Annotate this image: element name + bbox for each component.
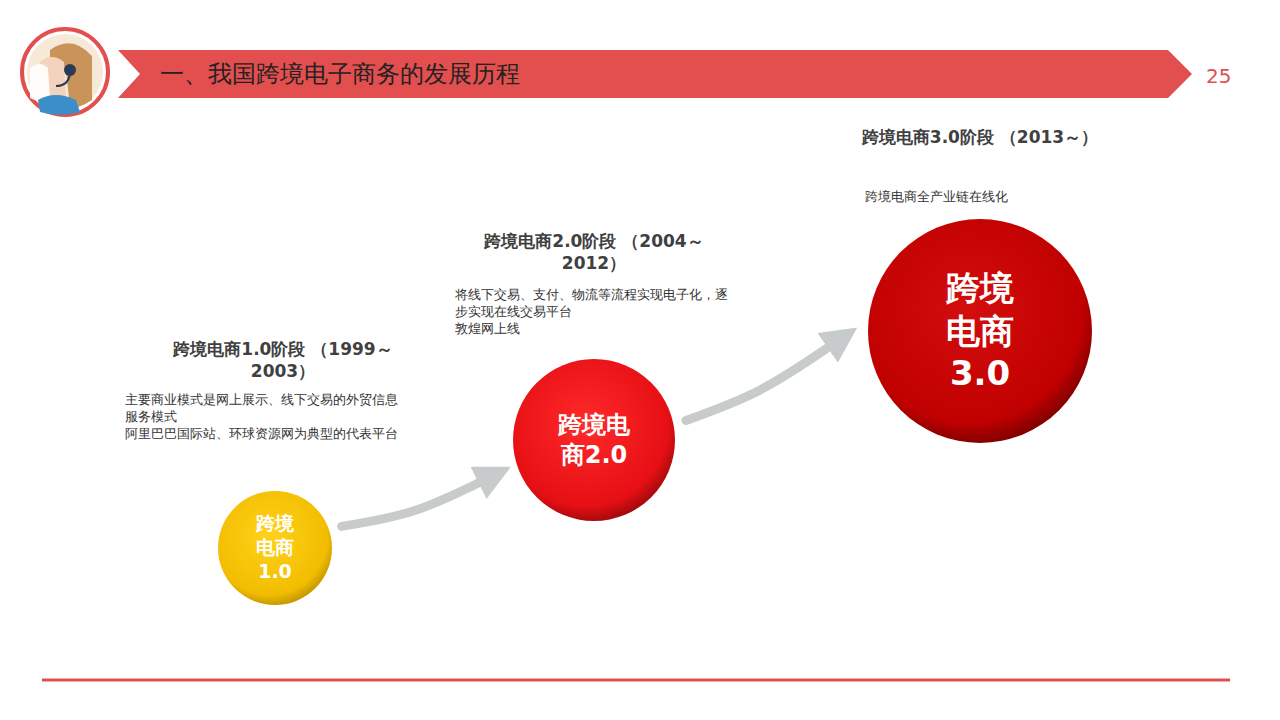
description-line: 敦煌网上线 bbox=[455, 321, 730, 338]
circle-outline bbox=[867, 218, 1093, 444]
stage-description: 将线下交易、支付、物流等流程实现电子化，逐步实现在线交易平台敦煌网上线 bbox=[455, 287, 730, 338]
circle-outline bbox=[217, 490, 333, 606]
circle-fill bbox=[868, 219, 1092, 443]
stage-circle: 跨境电商3.0跨境电商3.0阶段 （2013～）跨境电商全产业链在线化 bbox=[867, 218, 1093, 444]
progress-arrow bbox=[342, 480, 485, 527]
stage-heading: 跨境电商1.0阶段 （1999～2003） bbox=[163, 338, 403, 382]
stage-heading: 跨境电商2.0阶段 （2004～2012） bbox=[474, 230, 714, 274]
stage-circle: 跨境电商1.0跨境电商1.0阶段 （1999～2003）主要商业模式是网上展示、… bbox=[217, 490, 333, 606]
stage-circle: 跨境电商2.0跨境电商2.0阶段 （2004～2012）将线下交易、支付、物流等… bbox=[512, 358, 676, 522]
title-banner bbox=[118, 50, 1192, 98]
circle-label: 跨境电商2.0 bbox=[554, 410, 634, 470]
circle-fill bbox=[218, 491, 332, 605]
footer-rule bbox=[42, 679, 1230, 682]
description-line: 阿里巴巴国际站、环球资源网为典型的代表平台 bbox=[125, 426, 400, 443]
slide-title: 一、我国跨境电子商务的发展历程 bbox=[160, 58, 520, 90]
description-line: 主要商业模式是网上展示、线下交易的外贸信息服务模式 bbox=[125, 392, 400, 426]
stage-description: 主要商业模式是网上展示、线下交易的外贸信息服务模式阿里巴巴国际站、环球资源网为典… bbox=[125, 392, 400, 443]
progress-arrow bbox=[686, 344, 834, 421]
circle-fill bbox=[513, 359, 675, 521]
circle-outline bbox=[512, 358, 676, 522]
logo-shirt bbox=[38, 95, 80, 115]
logo-ring bbox=[22, 29, 108, 115]
logo-mic bbox=[56, 74, 70, 86]
page-number: 25 bbox=[1206, 64, 1231, 88]
circle-label: 跨境电商3.0 bbox=[934, 267, 1026, 395]
stage-heading: 跨境电商3.0阶段 （2013～） bbox=[860, 126, 1100, 148]
description-line: 跨境电商全产业链在线化 bbox=[865, 189, 1125, 206]
logo-face-back bbox=[30, 64, 50, 101]
circle-label: 跨境电商1.0 bbox=[253, 512, 298, 583]
description-line: 将线下交易、支付、物流等流程实现电子化，逐步实现在线交易平台 bbox=[455, 287, 730, 321]
stage-description: 跨境电商全产业链在线化 bbox=[865, 189, 1125, 206]
